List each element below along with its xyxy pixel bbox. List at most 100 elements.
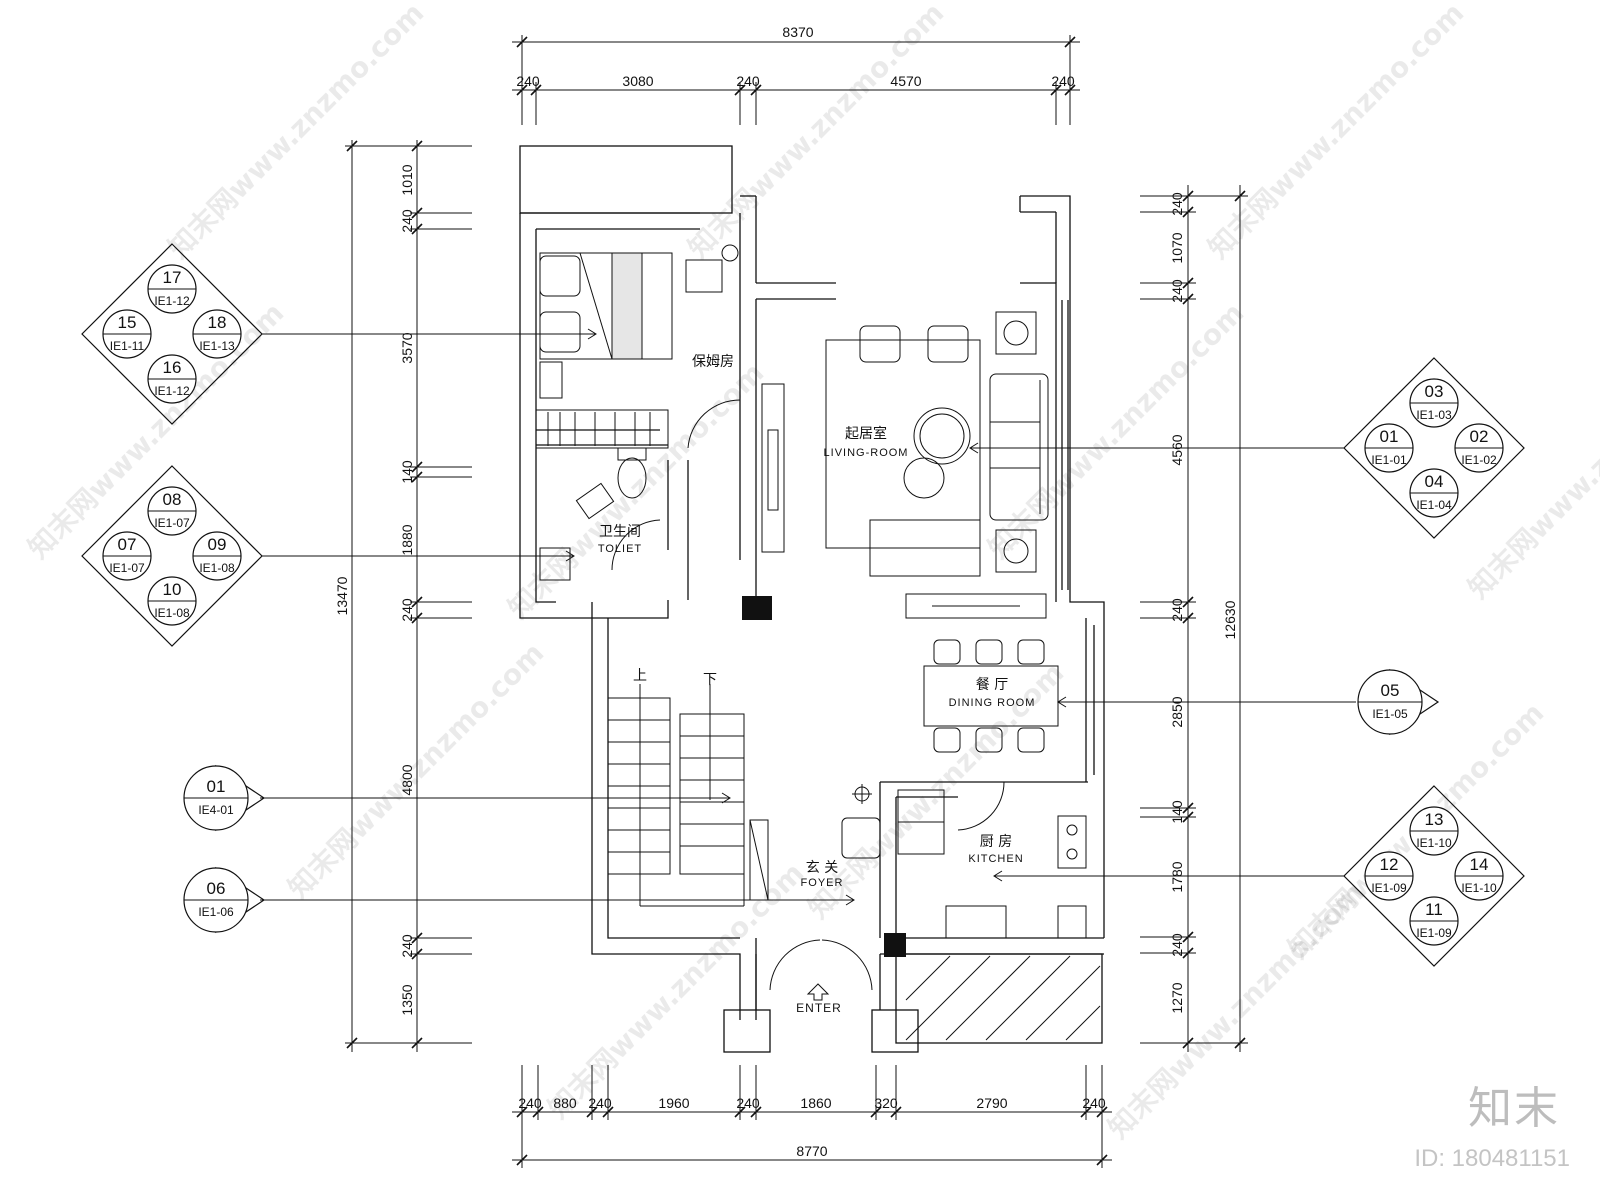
room-label-toilet: 卫生间 [599, 524, 641, 540]
room-label-toilet-en: TOLIET [598, 543, 642, 555]
dim-left-seg: 240 [399, 209, 415, 233]
marker-ref: IE1-13 [199, 339, 235, 353]
room-labels: 保姆房 起居室 LIVING-ROOM 卫生间 TOLIET 餐 厅 DININ… [598, 354, 1035, 1015]
dim-top-seg: 240 [1051, 73, 1075, 89]
marker-number: 15 [118, 313, 137, 332]
marker-ref: IE1-05 [1372, 707, 1408, 721]
marker-number: 16 [163, 358, 182, 377]
marker-number: 17 [163, 268, 182, 287]
marker-number: 10 [163, 580, 182, 599]
stove [1057, 815, 1087, 869]
marker-number: 09 [208, 535, 227, 554]
room-label-kitchen-en: KITCHEN [968, 853, 1023, 865]
dim-right-seg: 1070 [1169, 232, 1185, 263]
marker-ref: IE1-08 [154, 606, 190, 620]
dim-right-seg: 1780 [1169, 861, 1185, 892]
marker-number: 01 [1380, 427, 1399, 446]
image-id: ID: 180481151 [1414, 1145, 1570, 1172]
watermark-text: 知末网www.znzmo.com [542, 856, 811, 1125]
armchair [927, 325, 969, 363]
stair-up-label: 上 [633, 668, 647, 684]
dim-top-seg: 240 [736, 73, 760, 89]
dim-left-seg: 240 [399, 598, 415, 622]
lamp-icon [721, 244, 739, 262]
lamp-icon [1003, 538, 1029, 564]
furniture [535, 244, 1087, 1001]
marker-ref: IE1-04 [1416, 498, 1452, 512]
dimension-ticks [346, 36, 1246, 1166]
marker-ref: IE1-10 [1461, 881, 1497, 895]
room-label-enter: ENTER [796, 1001, 842, 1015]
marker-ref: IE1-02 [1461, 453, 1497, 467]
dim-left-seg: 1350 [399, 984, 415, 1015]
columns [742, 596, 906, 957]
armchair [841, 817, 881, 859]
chair [1017, 727, 1045, 753]
room-label-living: 起居室 [845, 425, 887, 442]
marker-ref: IE4-01 [198, 803, 234, 817]
dim-top-seg: 4570 [890, 73, 921, 89]
dim-bottom-total: 8770 [796, 1143, 827, 1159]
marker-ref: IE1-07 [154, 516, 190, 530]
watermark-text: 知末网www.znzmo.com [682, 0, 951, 265]
room-label-nanny: 保姆房 [692, 354, 734, 370]
dim-left-seg: 240 [399, 934, 415, 958]
dim-right-seg: 240 [1169, 598, 1185, 622]
marker-number: 13 [1425, 810, 1444, 829]
dim-left-seg: 1010 [399, 164, 415, 195]
walls [519, 145, 1105, 1053]
dim-right-seg: 240 [1169, 279, 1185, 303]
room-label-dining: 餐 厅 [976, 677, 1008, 693]
dim-left-total: 13470 [334, 576, 350, 615]
round-table [913, 407, 971, 465]
watermark-text: 知末网www.znzmo.com [502, 356, 771, 625]
dim-bottom-seg: 240 [518, 1095, 542, 1111]
dim-bottom-seg: 320 [874, 1095, 898, 1111]
dim-top-seg: 3080 [622, 73, 653, 89]
elevation-diamond [1343, 357, 1525, 539]
balcony-hatch [905, 955, 1101, 1041]
dim-right-seg: 1270 [1169, 982, 1185, 1013]
enter-arrow-icon [806, 983, 830, 1001]
dim-bottom-seg: 240 [588, 1095, 612, 1111]
marker-ref: IE1-11 [110, 339, 145, 353]
watermark-text: 知末网www.znzmo.com [982, 296, 1251, 565]
elevation-tags: 17IE1-1215IE1-1118IE1-1316IE1-1208IE1-07… [81, 243, 1525, 967]
marker-number: 11 [1425, 900, 1443, 919]
room-label-living-en: LIVING-ROOM [824, 447, 909, 459]
dim-left-seg: 3570 [399, 332, 415, 363]
dim-right-seg: 240 [1169, 192, 1185, 216]
elevation-diamond [81, 243, 263, 425]
marker-ref: IE1-07 [109, 561, 145, 575]
sofa [989, 373, 1049, 521]
room-label-foyer-en: FOYER [801, 877, 844, 889]
marker-ref: IE1-10 [1416, 836, 1452, 850]
marker-number: 06 [207, 879, 226, 898]
marker-ref: IE1-12 [154, 384, 190, 398]
dim-right-seg: 240 [1169, 933, 1185, 957]
marker-ref: IE1-01 [1371, 453, 1407, 467]
marker-ref: IE1-03 [1416, 408, 1452, 422]
marker-number: 14 [1470, 855, 1489, 874]
sink [945, 905, 1007, 939]
room-label-kitchen: 厨 房 [980, 834, 1012, 850]
marker-ref: IE1-12 [154, 294, 190, 308]
marker-number: 18 [208, 313, 227, 332]
watermark-text: 知末网www.znzmo.com [282, 636, 551, 905]
watermark-text: 知末网www.znzmo.com [1202, 0, 1471, 265]
